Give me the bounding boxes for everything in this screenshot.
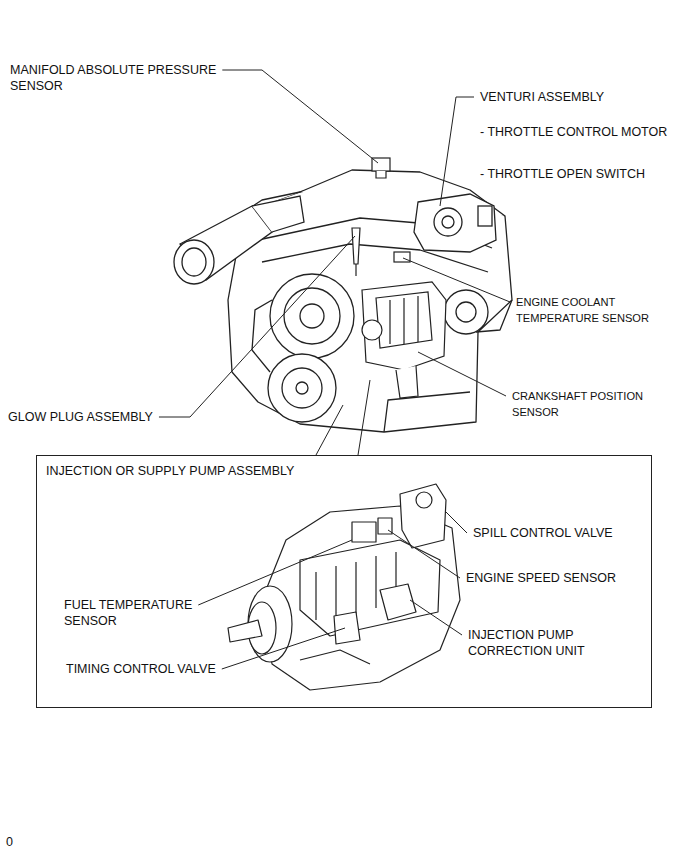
leader-line xyxy=(358,380,370,455)
leader-line xyxy=(316,405,343,455)
venturi-assembly xyxy=(434,208,462,236)
inset-pump xyxy=(334,612,360,644)
leader-line xyxy=(316,380,370,455)
pulley xyxy=(444,290,488,334)
venturi-assembly xyxy=(414,194,496,252)
injection-pump xyxy=(362,282,446,370)
leader-line xyxy=(446,512,467,533)
injection-pump xyxy=(390,296,418,344)
part-label: CRANKSHAFT POSITION SENSOR xyxy=(512,388,684,420)
engine-block xyxy=(228,178,512,432)
venturi-assembly xyxy=(442,216,454,228)
part-label: - THROTTLE CONTROL MOTOR xyxy=(480,124,667,140)
engine-block xyxy=(384,392,470,432)
part-label: TIMING CONTROL VALVE xyxy=(66,661,216,677)
leader-line xyxy=(410,600,462,635)
pulley xyxy=(252,274,488,422)
injection-pump xyxy=(362,320,382,340)
box-heading: INJECTION OR SUPPLY PUMP ASSEMBLY xyxy=(46,463,642,479)
injection-pump xyxy=(376,292,432,348)
inset-pump xyxy=(300,650,370,664)
inset-pump xyxy=(316,552,396,620)
part-label: SPILL CONTROL VALVE xyxy=(473,525,613,541)
glow-plug xyxy=(352,228,360,276)
part-label: FUEL TEMPERATURE SENSOR xyxy=(64,597,214,629)
pulley xyxy=(282,368,322,408)
pulley xyxy=(300,304,324,328)
part-label: GLOW PLUG ASSEMBLY xyxy=(8,409,153,425)
leader-line xyxy=(222,70,378,163)
pulley xyxy=(296,382,308,394)
part-label: ENGINE COOLANT TEMPERATURE SENSOR xyxy=(516,294,684,326)
pulley xyxy=(252,300,272,372)
part-label: MANIFOLD ABSOLUTE PRESSURE SENSOR xyxy=(10,62,250,94)
engine-block xyxy=(228,170,512,432)
intake-pipe xyxy=(182,248,206,276)
glow-plug xyxy=(355,264,356,276)
part-label: INJECTION PUMP CORRECTION UNIT xyxy=(468,627,608,659)
leader-line xyxy=(222,628,345,669)
part-label: ENGINE SPEED SENSOR xyxy=(466,570,616,586)
injection-pump xyxy=(362,282,446,398)
inset-pump xyxy=(400,484,446,548)
leader-line xyxy=(198,540,352,605)
inset-pump xyxy=(352,522,376,542)
inset-pump xyxy=(228,484,460,690)
venturi-assembly xyxy=(414,194,496,252)
glow-plug xyxy=(352,228,360,264)
figure-number: 0 xyxy=(6,834,13,850)
injection-pump xyxy=(396,366,418,398)
leader-line xyxy=(418,352,506,396)
inset-pump xyxy=(228,620,262,642)
intake-pipe xyxy=(174,196,304,284)
leader-line xyxy=(388,530,460,578)
pulley xyxy=(268,354,336,422)
leader-line xyxy=(403,258,510,302)
inset-pump xyxy=(416,492,432,508)
sensor xyxy=(376,171,386,178)
intake-pipe xyxy=(174,240,214,284)
pulley xyxy=(456,302,476,322)
sensor xyxy=(394,252,410,262)
leader-line xyxy=(159,236,355,417)
inset-pump xyxy=(300,540,440,636)
intake-pipe xyxy=(252,196,304,232)
part-label: VENTURI ASSEMBLY xyxy=(480,89,604,105)
leader-line xyxy=(440,97,474,206)
part-label: - THROTTLE OPEN SWITCH xyxy=(480,166,645,182)
pulley xyxy=(284,288,340,344)
venturi-assembly xyxy=(478,206,492,226)
inset-pump xyxy=(380,584,416,620)
